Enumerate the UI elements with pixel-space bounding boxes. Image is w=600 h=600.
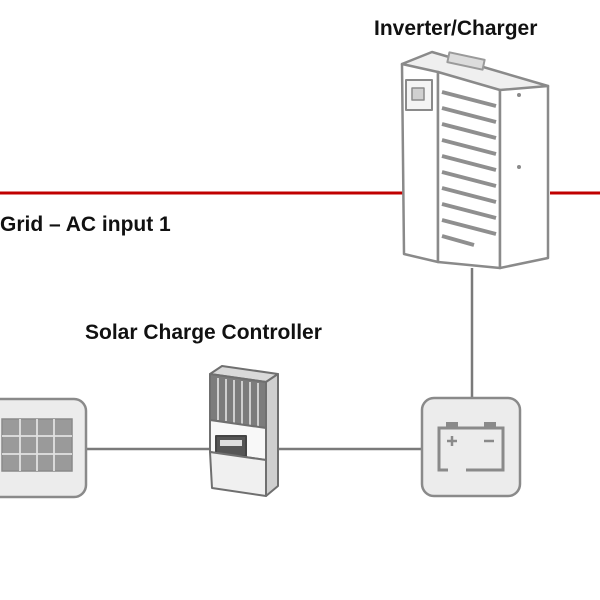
grid-ac-input-label: Grid – AC input 1: [0, 213, 171, 236]
inverter-charger-icon: [400, 50, 550, 270]
solar-charge-controller-icon: [209, 365, 279, 497]
battery-icon: [420, 396, 522, 498]
solar-panel-icon: [0, 397, 88, 499]
inverter-charger-label: Inverter/Charger: [374, 17, 538, 40]
solar-charge-controller-label: Solar Charge Controller: [85, 321, 322, 344]
